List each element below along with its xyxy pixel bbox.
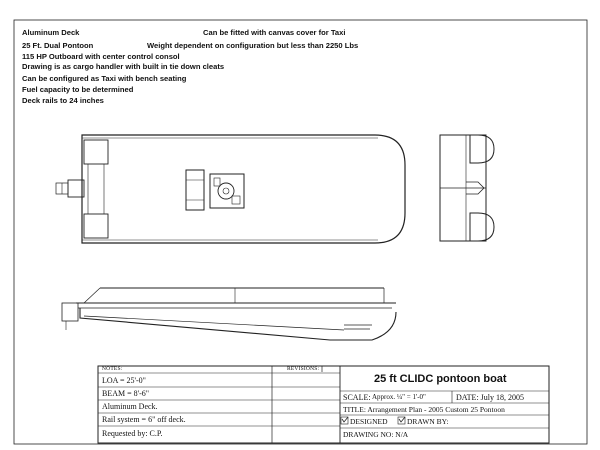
drawing-number: DRAWING NO: N/A — [343, 430, 409, 439]
profile-view — [61, 287, 397, 341]
note-cargo: Drawing is as cargo handler with built i… — [22, 62, 225, 71]
beam-value: BEAM = 8'-6" — [102, 389, 149, 398]
requested-by: Requested by: C.P. — [102, 429, 163, 438]
note-deck-material: Aluminum Deck — [22, 28, 80, 37]
note-canvas-cover: Can be fitted with canvas cover for Taxi — [203, 28, 346, 37]
plan-view — [55, 134, 406, 244]
notes-header: NOTES: — [102, 366, 123, 372]
drawing-title-line: TITLE: Arrangement Plan - 2005 Custom 25… — [343, 405, 505, 414]
designed-label: DESIGNED — [350, 417, 388, 426]
rail-value: Rail system = 6" off deck. — [102, 415, 186, 424]
title-block-grid — [97, 365, 550, 444]
drawing-date: DATE: July 18, 2005 — [456, 393, 524, 402]
loa-value: LOA = 25'-0" — [102, 376, 146, 385]
material-value: Aluminum Deck. — [102, 402, 158, 411]
note-weight: Weight dependent on configuration but le… — [147, 41, 359, 50]
note-pontoon: 25 Ft. Dual Pontoon — [22, 41, 94, 50]
drawn-by-label: DRAWN BY: — [407, 417, 449, 426]
note-deck-rails: Deck rails to 24 inches — [22, 96, 104, 105]
scale-value: Approx. ¼" = 1'-0" — [372, 393, 426, 401]
note-taxi-config: Can be configured as Taxi with bench sea… — [22, 74, 187, 83]
scale-label: SCALE: — [343, 393, 371, 402]
drawing-title: 25 ft CLIDC pontoon boat — [374, 373, 507, 385]
revisions-header: REVISIONS: — [287, 366, 320, 372]
note-fuel: Fuel capacity to be determined — [22, 85, 134, 94]
end-view — [439, 134, 495, 242]
sheet-border — [13, 19, 588, 445]
note-outboard: 115 HP Outboard with center control cons… — [22, 52, 180, 61]
